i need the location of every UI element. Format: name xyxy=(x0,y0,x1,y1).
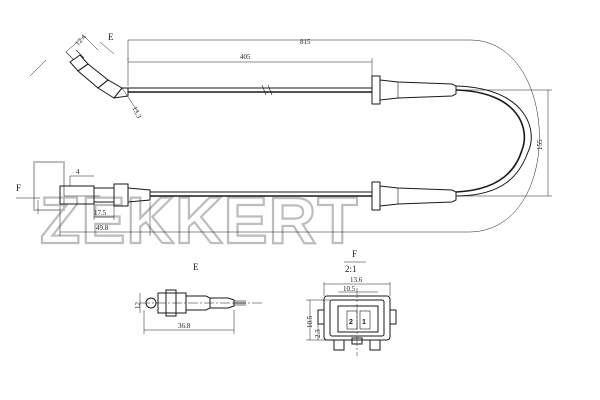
dim-bend-height: 155 xyxy=(536,139,544,150)
watermark-text: ZEKKERT xyxy=(40,183,359,257)
view-mark-left: F xyxy=(16,183,21,193)
dim-sensor-width: 4 xyxy=(76,168,80,176)
dim-angled-length: 13.3 xyxy=(130,105,143,120)
angled-sensor-head xyxy=(65,49,129,99)
pin-label-1: 1 xyxy=(362,319,366,326)
view-f-dim-height: 10.5 xyxy=(306,315,314,328)
pin-label-2: 2 xyxy=(349,319,353,326)
view-e-dim-height: 12 xyxy=(134,302,142,310)
view-f-dim-inner-width: 10.5 xyxy=(343,285,356,293)
main-dimensions: 815 405 155 49.8 17.5 4 13.3 12.4 xyxy=(16,32,552,236)
sensor-cable-assembly xyxy=(59,39,540,233)
view-f-scale: 2:1 xyxy=(345,264,357,274)
top-grommet xyxy=(371,75,457,105)
view-f: F 2:1 2 1 13.6 10.5 10.5 2.3 xyxy=(306,249,397,356)
dim-overall-length: 815 xyxy=(300,38,311,46)
zekkert-watermark: ZEKKERT xyxy=(33,161,359,258)
view-f-title: F xyxy=(352,249,357,259)
dim-sensor-body-length: 49.8 xyxy=(96,224,109,232)
view-e-dim-length: 36.8 xyxy=(178,322,191,330)
view-mark-top: E xyxy=(108,32,114,42)
dim-cable-length: 405 xyxy=(240,53,251,61)
straight-sensor-head xyxy=(59,183,151,207)
bottom-grommet xyxy=(371,181,457,211)
dim-sensor-shoulder: 17.5 xyxy=(94,209,107,217)
view-f-dim-outer-width: 13.6 xyxy=(350,276,363,284)
view-e: E 36.8 12 xyxy=(134,262,262,334)
dim-angled-width: 12.4 xyxy=(74,33,88,48)
view-f-dim-pin-offset: 2.3 xyxy=(314,329,322,338)
view-e-title: E xyxy=(193,262,199,272)
